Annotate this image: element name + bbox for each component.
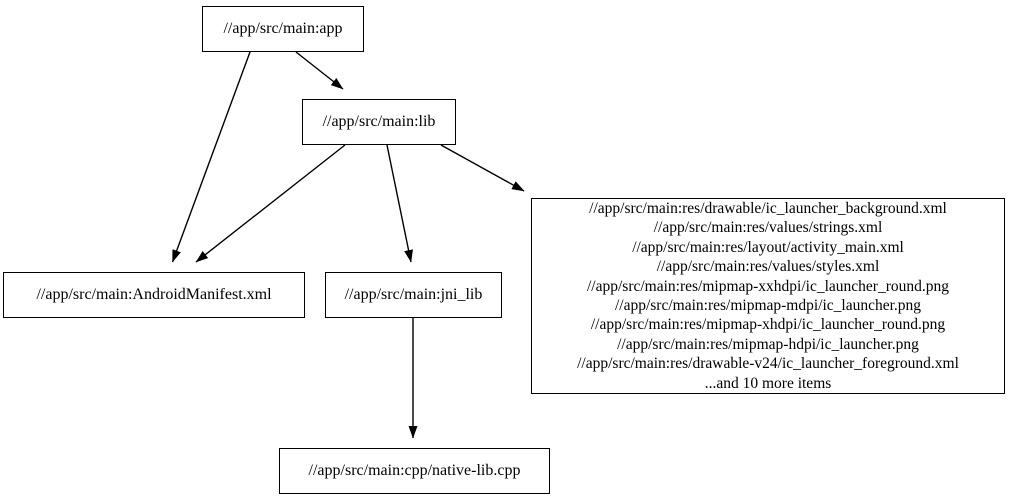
edge-lib-to-manifest [195,144,346,263]
node-lib[interactable]: //app/src/main:lib [302,99,456,145]
edge-app-to-lib [295,51,344,90]
node-native-lib-cpp[interactable]: //app/src/main:cpp/native-lib.cpp [279,448,550,494]
node-lib-label: //app/src/main:lib [322,113,436,130]
edge-lib-to-jni-lib [386,144,413,263]
node-res-group-label: //app/src/main:res/drawable/ic_launcher_… [577,199,959,392]
node-jni-lib[interactable]: //app/src/main:jni_lib [325,272,502,318]
node-native-lib-cpp-label: //app/src/main:cpp/native-lib.cpp [308,462,521,479]
edge-app-to-manifest [171,51,251,263]
edge-lib-to-res-group [440,144,525,192]
node-res-group[interactable]: //app/src/main:res/drawable/ic_launcher_… [531,198,1005,394]
node-jni-lib-label: //app/src/main:jni_lib [344,286,483,303]
node-app[interactable]: //app/src/main:app [202,6,364,52]
node-android-manifest[interactable]: //app/src/main:AndroidManifest.xml [3,272,305,318]
node-android-manifest-label: //app/src/main:AndroidManifest.xml [36,286,272,303]
node-app-label: //app/src/main:app [223,20,343,37]
